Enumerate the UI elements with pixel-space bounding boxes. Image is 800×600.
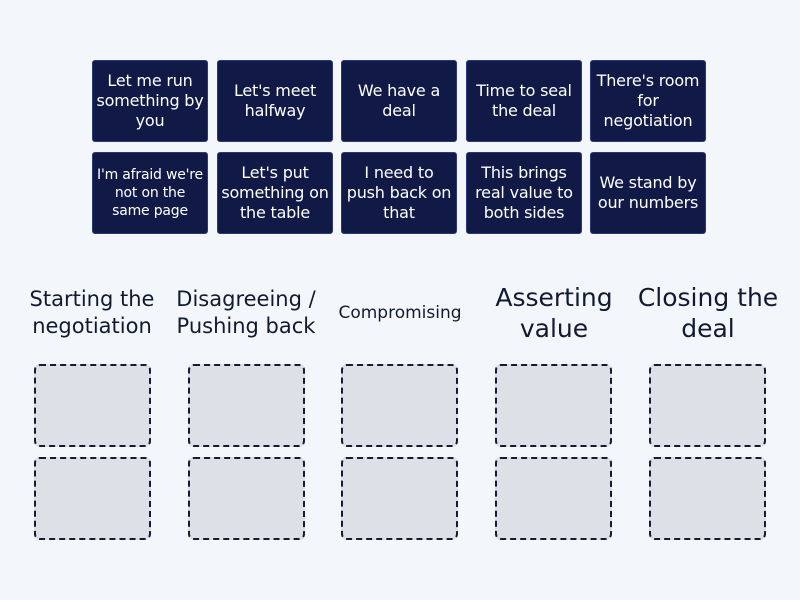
drop-zone-starting-1[interactable] — [34, 364, 151, 447]
category-header-compromising: Compromising — [338, 303, 462, 323]
draggable-card[interactable]: I need to push back on that — [341, 152, 457, 234]
drop-zone-compromising-2[interactable] — [341, 457, 458, 540]
category-header-closing: Closing the deal — [637, 283, 779, 343]
drop-zone-closing-1[interactable] — [649, 364, 766, 447]
card-label: Let me run something by you — [96, 71, 204, 130]
card-label: We have a deal — [357, 81, 441, 120]
card-label: This brings real value to both sides — [475, 163, 573, 222]
drop-zone-disagreeing-2[interactable] — [188, 457, 305, 540]
card-label: We stand by our numbers — [597, 173, 699, 212]
draggable-card[interactable]: This brings real value to both sides — [466, 152, 582, 234]
card-label: Let's meet halfway — [233, 81, 317, 120]
drop-zone-compromising-1[interactable] — [341, 364, 458, 447]
card-label: I need to push back on that — [346, 163, 452, 222]
category-header-disagreeing: Disagreeing / Pushing back — [176, 287, 316, 338]
draggable-card[interactable]: I'm afraid we're not on the same page — [92, 152, 208, 234]
draggable-card[interactable]: Let's meet halfway — [217, 60, 333, 142]
drop-zone-closing-2[interactable] — [649, 457, 766, 540]
card-label: Let's put something on the table — [221, 163, 329, 222]
card-label: There's room for negotiation — [596, 71, 700, 130]
card-label: Time to seal the deal — [476, 81, 572, 120]
draggable-card[interactable]: Let me run something by you — [92, 60, 208, 142]
draggable-card[interactable]: There's room for negotiation — [590, 60, 706, 142]
draggable-card[interactable]: Let's put something on the table — [217, 152, 333, 234]
category-header-starting: Starting the negotiation — [29, 287, 155, 338]
drop-zone-asserting-2[interactable] — [495, 457, 612, 540]
draggable-card[interactable]: Time to seal the deal — [466, 60, 582, 142]
drop-zone-asserting-1[interactable] — [495, 364, 612, 447]
draggable-card[interactable]: We stand by our numbers — [590, 152, 706, 234]
category-header-asserting: Asserting value — [495, 283, 613, 343]
card-label: I'm afraid we're not on the same page — [97, 167, 203, 219]
drop-zone-starting-2[interactable] — [34, 457, 151, 540]
draggable-card[interactable]: We have a deal — [341, 60, 457, 142]
drop-zone-disagreeing-1[interactable] — [188, 364, 305, 447]
